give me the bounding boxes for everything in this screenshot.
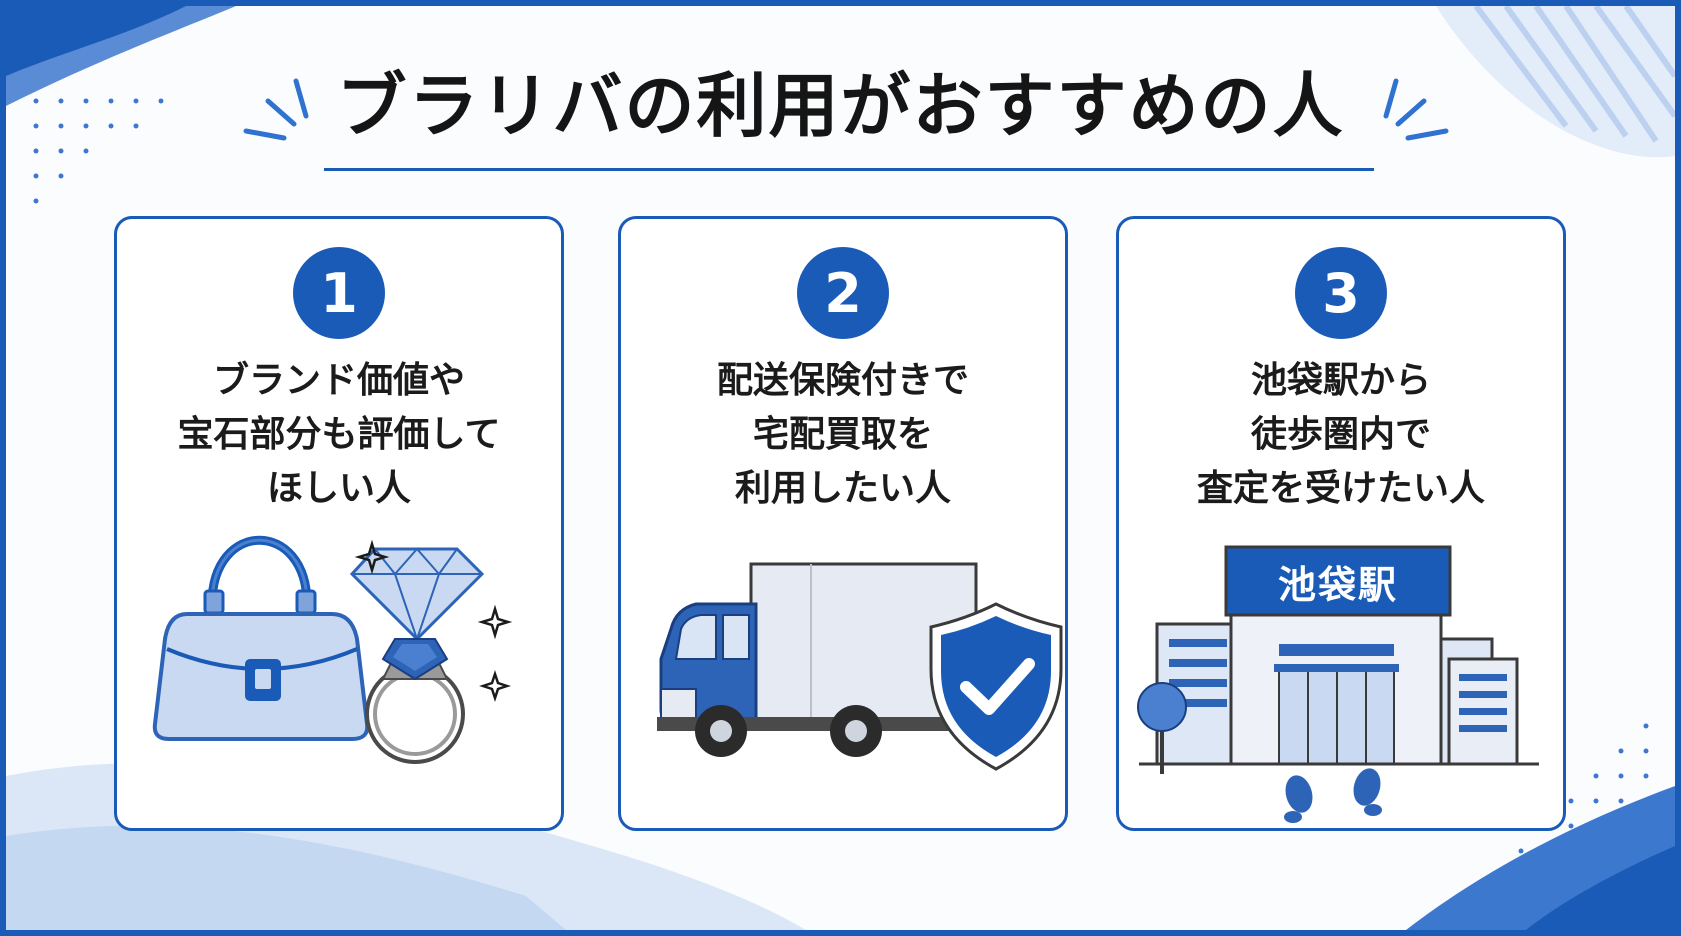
card-line: 宅配買取を — [752, 414, 933, 455]
card-text: 配送保険付きで 宅配買取を 利用したい人 — [621, 354, 1065, 516]
stripe-pattern-top-right — [1436, 6, 1675, 158]
card-2-illustration — [657, 562, 1063, 771]
dot-pattern-top-left — [33, 98, 164, 204]
handbag-icon — [152, 535, 370, 741]
tree-icon — [1137, 682, 1187, 774]
number-badge: 1 — [293, 247, 385, 339]
title-underline — [324, 168, 1374, 171]
title-container: ブラリバの利用がおすすめの人 — [6, 64, 1675, 148]
card-text: ブランド価値や 宝石部分も評価して ほしい人 — [117, 354, 561, 516]
card-2: 2 配送保険付きで 宅配買取を 利用したい人 — [618, 216, 1068, 831]
shield-check-icon — [929, 602, 1063, 771]
number-badge: 2 — [797, 247, 889, 339]
card-1: 1 ブランド価値や 宝石部分も評価して ほしい人 — [114, 216, 564, 831]
page-title: ブラリバの利用がおすすめの人 — [336, 65, 1345, 147]
number-badge: 3 — [1295, 247, 1387, 339]
ring-icon — [365, 638, 465, 764]
diamond-icon — [349, 547, 485, 643]
sparkle-lines-right — [1383, 78, 1449, 141]
station-sign: 池袋駅 — [1277, 562, 1398, 607]
card-line: 徒歩圏内で — [1250, 414, 1431, 455]
sparkle-lines-left — [243, 78, 309, 141]
card-3-illustration — [1137, 545, 1539, 823]
station-building-icon — [1139, 545, 1539, 766]
card-line: ほしい人 — [266, 468, 411, 509]
card-1-illustration — [152, 535, 513, 764]
card-line: 査定を受けたい人 — [1196, 468, 1485, 509]
card-line: 配送保険付きで — [716, 360, 969, 401]
sparkle-icon — [354, 539, 513, 702]
card-line: ブランド価値や — [212, 360, 465, 401]
card-line: 利用したい人 — [734, 468, 951, 509]
footprints-icon — [1284, 768, 1382, 823]
card-text: 池袋駅から 徒歩圏内で 査定を受けたい人 — [1119, 354, 1563, 516]
card-line: 池袋駅から — [1250, 360, 1431, 401]
card-3: 3 池袋駅から 徒歩圏内で 査定を受けたい人 — [1116, 216, 1566, 831]
card-line: 宝石部分も評価して — [177, 414, 501, 455]
